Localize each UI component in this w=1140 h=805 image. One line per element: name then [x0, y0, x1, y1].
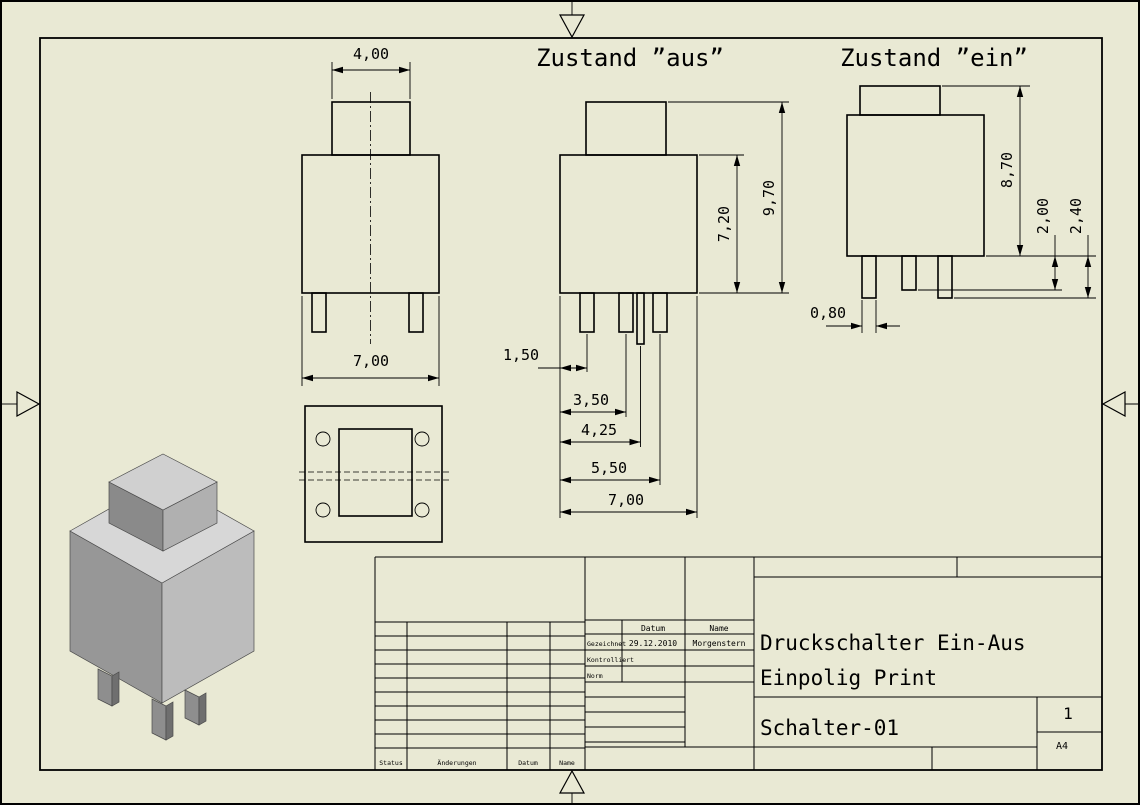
dim-off-pin4: 5,50: [591, 459, 627, 477]
off-pin-1: [579, 292, 595, 333]
iso-button-top-face: [108, 453, 218, 511]
sheet-number: 1: [1063, 704, 1073, 723]
dim-on-pin-short: 2,00: [1034, 198, 1052, 234]
state-off-heading: Zustand ”aus”: [536, 44, 724, 72]
dim-on-total-height: 8,70: [998, 152, 1016, 188]
footer-name-label: Name: [559, 759, 575, 767]
state-off-view: Zustand ”aus” 1,50 3,50 4,25 5,50 7,00: [503, 44, 789, 518]
off-pin-4: [652, 292, 668, 333]
centering-mark-top-icon: [558, 2, 586, 39]
titleblock-checked-label: Kontrolliert: [587, 656, 634, 664]
title-block: Datum Name Gezeichnet 29.12.2010 Morgens…: [374, 556, 1102, 770]
bottom-button-outline: [338, 428, 413, 517]
state-on-heading: Zustand ”ein”: [840, 44, 1028, 72]
on-pin-3: [937, 255, 953, 299]
off-body-outline: [559, 154, 698, 294]
centering-mark-bottom-icon: [558, 769, 586, 803]
front-pin-left: [311, 292, 327, 333]
dim-on-pin-width: 0,80: [810, 304, 846, 322]
isometric-view: [69, 453, 255, 741]
titleblock-drawn-name: Morgenstern: [693, 639, 746, 648]
bottom-view: [299, 405, 449, 543]
dim-off-body-height: 7,20: [715, 206, 733, 242]
bottom-pin-hole: [414, 502, 430, 518]
on-body-outline: [846, 114, 985, 257]
footer-status-label: Status: [379, 759, 403, 767]
dim-off-pin3: 4,25: [581, 421, 617, 439]
off-button-outline: [585, 101, 667, 156]
dim-front-button-width: 4,00: [353, 45, 389, 63]
footer-date-label: Datum: [518, 759, 538, 767]
titleblock-drawn-date: 29.12.2010: [629, 639, 677, 648]
drawing-title-line1: Druckschalter Ein-Aus: [760, 631, 1026, 655]
bottom-pin-hole: [414, 431, 430, 447]
on-pin-1: [861, 255, 877, 299]
centering-mark-right-icon: [1101, 390, 1138, 418]
titleblock-drawn-label: Gezeichnet: [587, 640, 626, 648]
off-pin-2: [618, 292, 634, 333]
bottom-pin-hole: [315, 431, 331, 447]
dim-off-total-height: 9,70: [760, 180, 778, 216]
dim-on-pin-long: 2,40: [1067, 198, 1085, 234]
paper-format: A4: [1056, 741, 1068, 752]
titleblock-norm-label: Norm: [587, 672, 603, 680]
front-pin-right: [408, 292, 424, 333]
dim-off-pin1: 1,50: [503, 346, 539, 364]
drawing-number: Schalter-01: [760, 716, 899, 740]
front-view: 4,00 7,00: [301, 45, 440, 386]
state-on-view: Zustand ”ein” 8,70 2,00 2,40 0,80: [810, 44, 1096, 333]
bottom-body-outline: [304, 405, 443, 543]
footer-changes-label: Änderungen: [437, 758, 476, 767]
on-pin-2: [901, 255, 917, 291]
dim-off-total-width: 7,00: [608, 491, 644, 509]
dim-front-body-width: 7,00: [353, 352, 389, 370]
titleblock-name-header: Name: [709, 624, 728, 633]
titleblock-datum-header: Datum: [641, 624, 665, 633]
bottom-pin-hole: [315, 502, 331, 518]
off-pin-3: [636, 292, 645, 345]
drawing-title-line2: Einpolig Print: [760, 666, 937, 690]
on-button-outline: [859, 85, 941, 116]
iso-pins: [97, 668, 207, 741]
dim-off-pin2: 3,50: [573, 391, 609, 409]
front-button-outline: [331, 101, 411, 156]
centering-mark-left-icon: [2, 390, 41, 418]
